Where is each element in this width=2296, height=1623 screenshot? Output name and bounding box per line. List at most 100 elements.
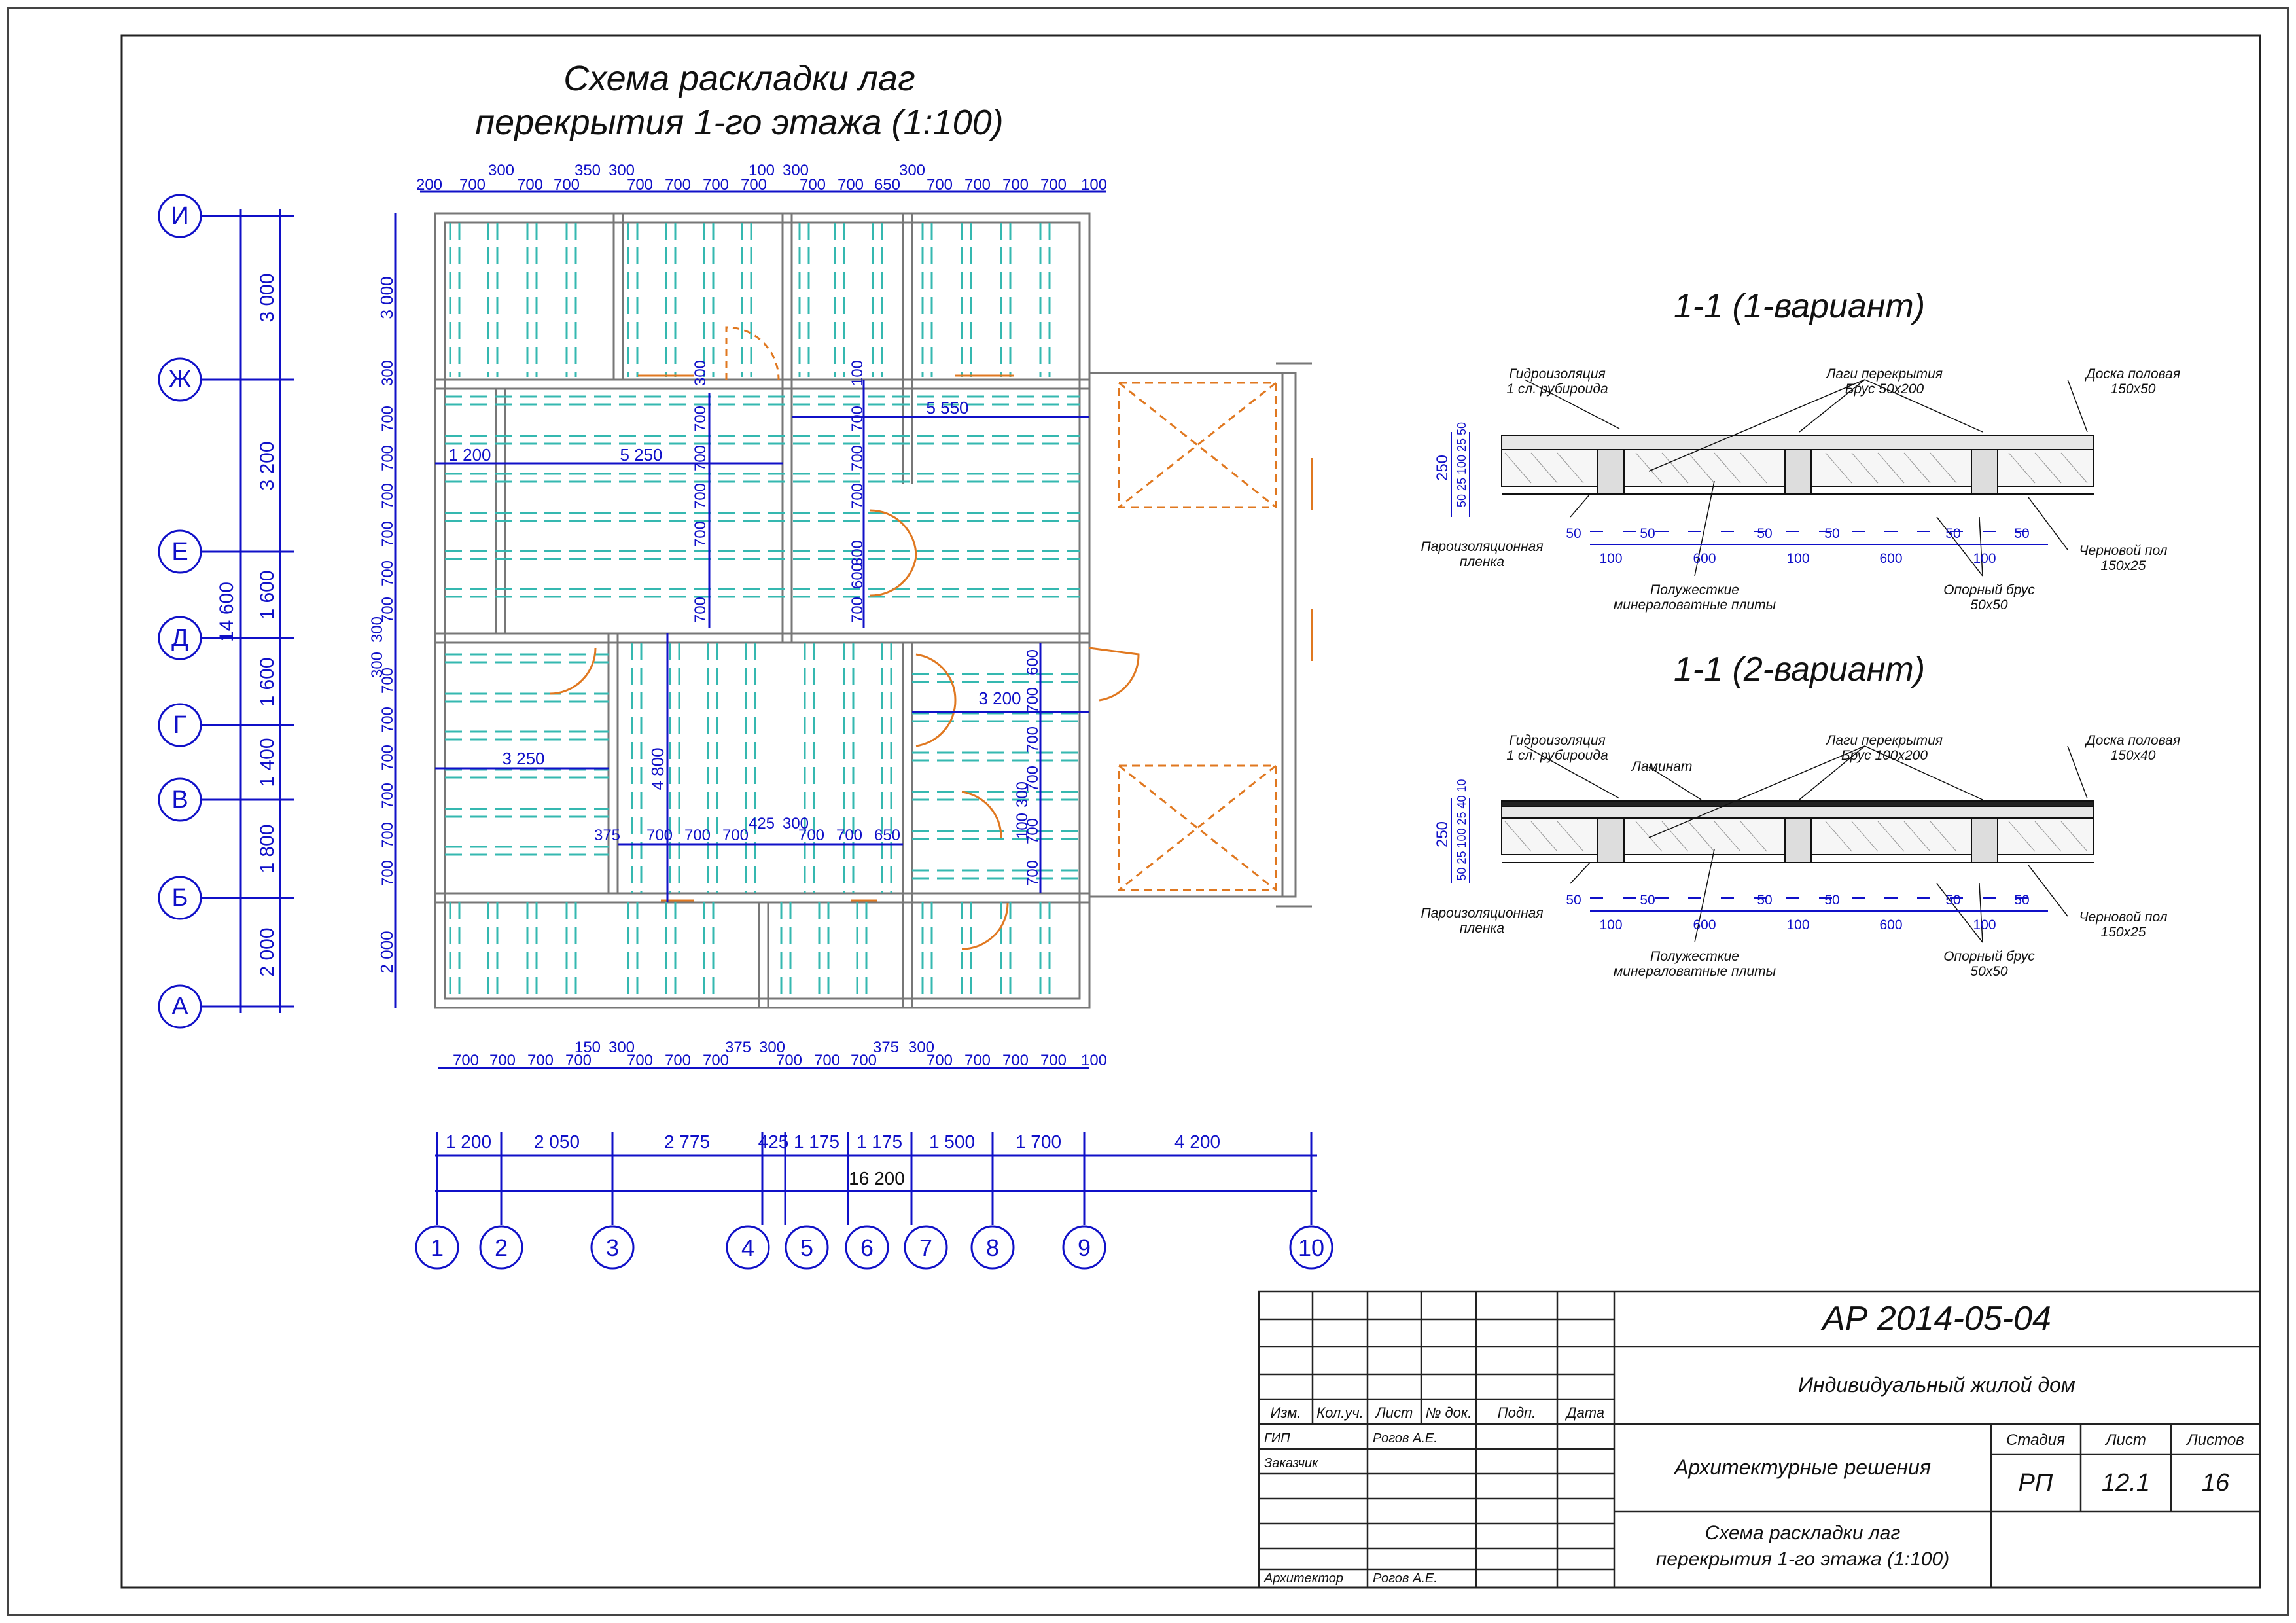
- row-architect: Архитектор: [1263, 1571, 1343, 1586]
- dim-bottom: 700: [964, 1052, 991, 1069]
- dim-axis-spacing: 1 175: [794, 1132, 839, 1152]
- dim-inner-left: 700: [379, 560, 397, 586]
- section-hdim: 50: [1640, 893, 1655, 908]
- dim-axis-spacing: 1 200: [446, 1132, 491, 1152]
- dim-row-spacing: 3 000: [256, 273, 278, 322]
- dim-row-total: 14 600: [216, 582, 238, 642]
- dim-top: 300: [899, 162, 925, 179]
- header-kol: Кол.уч.: [1316, 1404, 1364, 1421]
- section-vdims: 50 25 100 25 50: [1455, 422, 1468, 507]
- axis-row-label: Е: [171, 538, 188, 565]
- dim-300-vertical: 300: [1014, 781, 1031, 808]
- plan-inner-dims: [435, 380, 1089, 902]
- dim-700-vertical: 700: [1024, 766, 1042, 792]
- label-support-1: Опорный брус: [1943, 582, 2035, 597]
- dim-bottom: 300: [609, 1039, 635, 1056]
- dim-inner-left: 700: [379, 483, 397, 509]
- dim-3200: 3 200: [978, 688, 1021, 708]
- section-hdim: 50: [1757, 893, 1772, 908]
- dim-700-vertical: 700: [692, 483, 709, 509]
- section-hdim: 100: [1599, 918, 1622, 933]
- axis-col-label: 9: [1078, 1234, 1091, 1261]
- label-support-2: 50х50: [1970, 964, 2008, 979]
- label-vapor-2: пленка: [1460, 921, 1504, 936]
- sheets-label: Листов: [2185, 1431, 2244, 1449]
- section-hdim: 600: [1879, 918, 1902, 933]
- dim-axis-spacing: 2 050: [534, 1132, 580, 1152]
- axis-col-label: 3: [606, 1234, 619, 1261]
- dim-bottom: 100: [1081, 1052, 1107, 1069]
- sheets-value: 16: [2202, 1469, 2230, 1497]
- row-gip: ГИП: [1264, 1431, 1290, 1446]
- label-support-2: 50х50: [1970, 597, 2008, 613]
- dim-inner-left: 3 000: [377, 276, 397, 319]
- section-hdim: 100: [1786, 918, 1809, 933]
- label-rough-1: Черновой пол: [2079, 543, 2167, 558]
- plan-walls: [434, 212, 1312, 1009]
- section-hdim: 50: [1824, 526, 1839, 541]
- dim-700-vertical: 700: [692, 445, 709, 471]
- dim-row-spacing: 1 600: [256, 570, 278, 619]
- row-axes: И Ж Е Д Г В Б А 3 000 3 200 1 600 1 600 …: [158, 194, 294, 1029]
- section-title: 1-1 (2-вариант): [1674, 651, 1925, 688]
- dim-bottom: 700: [489, 1052, 516, 1069]
- header-list: Лист: [1375, 1404, 1413, 1421]
- dim-100-vertical: 100: [1014, 813, 1031, 839]
- axis-row-label: Г: [173, 711, 187, 739]
- section-hdim: 50: [1945, 893, 1960, 908]
- dim-inner-left: 700: [379, 783, 397, 809]
- section-title: 1-1 (1-вариант): [1674, 287, 1925, 325]
- label-wool-1: Полужесткие: [1650, 949, 1739, 964]
- plan-doors: [549, 326, 1313, 950]
- dim-700-vertical: 700: [849, 597, 866, 623]
- label-support-1: Опорный брус: [1943, 949, 2035, 964]
- dim-3250: 3 250: [502, 749, 544, 768]
- axis-col-label: 2: [495, 1234, 508, 1261]
- label-wool-1: Полужесткие: [1650, 582, 1739, 597]
- dim-700: 700: [836, 827, 862, 844]
- dim-top: 300: [783, 162, 809, 179]
- drawing-title-line2: перекрытия 1-го этажа (1:100): [475, 103, 1003, 142]
- dim-1200: 1 200: [448, 445, 491, 465]
- dim-700-vertical: 700: [849, 445, 866, 471]
- outer-frame: [7, 7, 2289, 1616]
- dim-425: 425: [749, 815, 775, 832]
- label-vapor-2: пленка: [1460, 554, 1504, 569]
- dim-inner-left: 700: [379, 668, 397, 694]
- stage-value: РП: [2019, 1469, 2053, 1497]
- axis-row-label: В: [171, 786, 188, 813]
- section-hdim: 50: [1945, 526, 1960, 541]
- label-board-2: 150х40: [2111, 748, 2156, 763]
- dim-700-vertical: 700: [692, 406, 709, 432]
- dim-inner-left: 2 000: [377, 931, 397, 973]
- label-vapor-1: Пароизоляционная: [1421, 539, 1543, 554]
- dim-700-vertical: 700: [1024, 726, 1042, 753]
- floor-plan: [434, 212, 1313, 1009]
- section-height: 250: [1434, 455, 1451, 481]
- axis-col-label: 1: [431, 1234, 444, 1261]
- axis-col-label: 6: [860, 1234, 874, 1261]
- dim-bottom: 700: [627, 1052, 653, 1069]
- axis-row-label: А: [171, 993, 188, 1020]
- section-hdim: 50: [1640, 526, 1655, 541]
- axis-col-label: 4: [741, 1234, 754, 1261]
- plan-bottom-dims: 700 700 700 700 150 300 700 700 700 375 …: [438, 1039, 1107, 1069]
- dim-top: 350: [574, 162, 601, 179]
- dim-axis-spacing: 2 775: [664, 1132, 710, 1152]
- plan-inner-dim-labels: 5 250 1 200 5 550 3 250 4 800 3 200 375 …: [448, 360, 1042, 886]
- dim-bottom: 700: [527, 1052, 554, 1069]
- dim-bottom: 700: [851, 1052, 877, 1069]
- label-rough-1: Черновой пол: [2079, 910, 2167, 925]
- label-waterproof-1: Гидроизоляция: [1509, 366, 1606, 382]
- dim-300-vertical: 300: [692, 360, 709, 386]
- dim-bottom: 375: [725, 1039, 751, 1056]
- section-name: Архитектурные решения: [1673, 1455, 1931, 1479]
- label-waterproof-2: 1 сл. рубироида: [1506, 748, 1608, 763]
- dim-300-vertical: 300: [849, 540, 866, 566]
- label-rough-2: 150х25: [2101, 558, 2146, 573]
- dim-inner-left: 700: [379, 445, 397, 471]
- section-hdim: 50: [2014, 526, 2029, 541]
- dim-700-vertical: 700: [1024, 687, 1042, 713]
- dim-700-vertical: 700: [692, 597, 709, 623]
